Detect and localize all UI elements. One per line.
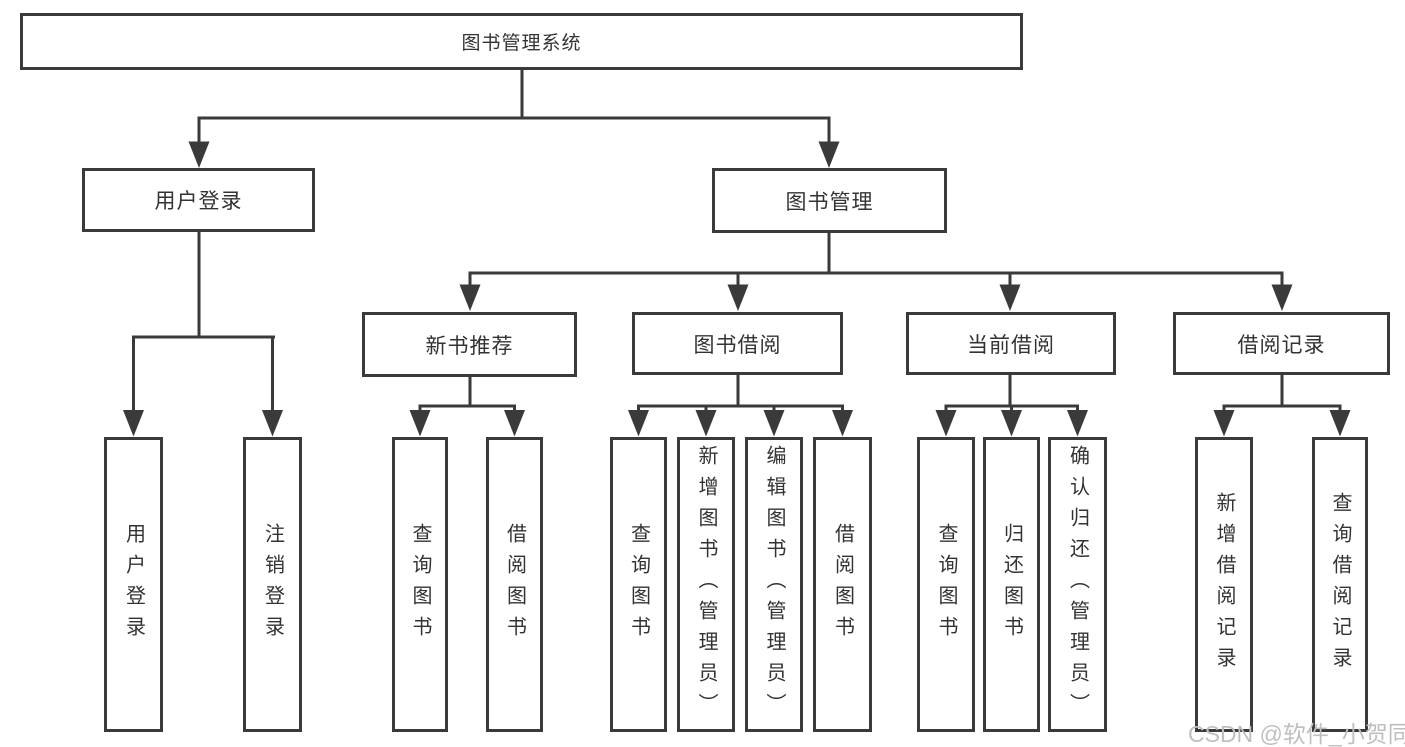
node-book-borrow: 图书借阅	[632, 312, 843, 375]
leaf-query-borrow-record: 查询借阅记录	[1312, 437, 1368, 732]
leaf-query-books-recommend: 查询图书	[392, 437, 448, 732]
leaf-user-login: 用户登录	[104, 437, 163, 732]
connector-lines	[132, 70, 1342, 414]
node-label: 图书管理	[785, 190, 874, 214]
node-label: 图书管理系统	[461, 33, 582, 54]
node-current-borrow: 当前借阅	[906, 312, 1116, 375]
node-borrow-records: 借阅记录	[1173, 312, 1390, 375]
leaf-borrow-books: 借阅图书	[813, 437, 872, 732]
leaf-label: 新增借阅记录	[1213, 491, 1235, 678]
node-label: 图书借阅	[693, 333, 782, 357]
leaf-label: 编辑图书（管理员）	[763, 445, 785, 724]
node-label: 借阅记录	[1237, 333, 1326, 357]
leaf-return-books: 归还图书	[983, 437, 1040, 732]
arrowheads	[123, 141, 1351, 437]
leaf-label: 查询图书	[935, 522, 957, 647]
leaf-add-borrow-record: 新增借阅记录	[1195, 437, 1253, 732]
node-label: 新书推荐	[425, 334, 514, 358]
leaf-label: 归还图书	[1000, 522, 1023, 647]
leaf-label: 借阅图书	[831, 522, 854, 647]
leaf-confirm-return-admin: 确认归还（管理员）	[1048, 437, 1107, 732]
node-book-management: 图书管理	[712, 168, 947, 233]
node-label: 当前借阅	[967, 333, 1055, 357]
leaf-label: 确认归还（管理员）	[1066, 445, 1089, 724]
node-user-login: 用户登录	[82, 168, 315, 232]
node-new-book-recommend: 新书推荐	[362, 312, 577, 377]
leaf-label: 注销登录	[261, 522, 284, 647]
leaf-label: 借阅图书	[503, 522, 526, 647]
leaf-logout: 注销登录	[243, 437, 302, 732]
leaf-add-books-admin: 新增图书（管理员）	[677, 437, 735, 732]
leaf-label: 新增图书（管理员）	[695, 445, 717, 724]
leaf-query-books-borrow: 查询图书	[610, 437, 667, 732]
node-library-management-system: 图书管理系统	[20, 13, 1023, 70]
leaf-edit-books-admin: 编辑图书（管理员）	[745, 437, 803, 732]
leaf-label: 用户登录	[122, 522, 145, 647]
leaf-label: 查询图书	[627, 522, 650, 647]
csdn-watermark: CSDN @软件_小贺同学	[1188, 721, 1405, 747]
leaf-borrow-books-recommend: 借阅图书	[486, 437, 543, 732]
leaf-label: 查询借阅记录	[1329, 491, 1351, 678]
leaf-query-books-current: 查询图书	[917, 437, 975, 732]
leaf-label: 查询图书	[409, 522, 431, 647]
node-label: 用户登录	[154, 190, 243, 213]
